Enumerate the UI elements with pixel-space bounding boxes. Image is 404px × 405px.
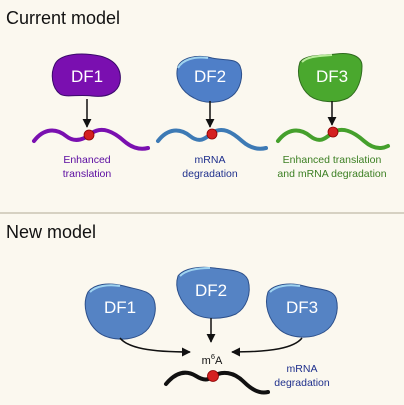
current-df3-caption-line1: Enhanced translation [283, 154, 382, 166]
current-df2-caption-line2: degradation [182, 168, 238, 180]
new-model-panel: New model DF1 DF2 DF3 m6A [6, 222, 338, 395]
new-df1-protein-highlight [89, 284, 121, 293]
current-df2-group: DF2 mRNA degradation [156, 55, 268, 180]
new-caption-line2: degradation [274, 377, 330, 389]
m6a-label: m6A [202, 352, 223, 367]
current-df2-protein-highlight [177, 56, 209, 69]
current-df2-label: DF2 [194, 67, 226, 86]
current-df1-protein-shape [51, 53, 121, 97]
current-df1-methyl-dot [83, 129, 95, 141]
m6a-sup: 6 [211, 352, 215, 361]
new-df2-group: DF2 [176, 266, 250, 343]
new-df3-group: DF3 [266, 283, 338, 338]
current-model-heading: Current model [6, 8, 120, 28]
m6a-base: m [202, 355, 211, 367]
new-df1-arrow [119, 337, 191, 357]
new-caption-line1: mRNA [287, 363, 318, 375]
new-df2-label: DF2 [195, 281, 227, 300]
current-df1-label: DF1 [71, 67, 103, 86]
new-df2-protein-highlight [179, 267, 211, 277]
new-df3-protein-highlight [269, 284, 301, 293]
new-df1-group: DF1 [84, 283, 156, 340]
new-df2-protein-shape [176, 266, 250, 319]
current-df3-label: DF3 [316, 67, 348, 86]
current-df1-caption-line2: translation [63, 168, 112, 180]
current-df3-methyl-dot [327, 126, 339, 138]
m6a-tail: A [215, 355, 223, 367]
current-df3-protein-shape [297, 53, 363, 103]
current-df2-methyl-dot [206, 128, 218, 140]
new-model-heading: New model [6, 222, 96, 242]
current-df3-caption-line2: and mRNA degradation [277, 168, 386, 180]
current-df2-caption-line1: mRNA [195, 154, 226, 166]
new-df1-label: DF1 [104, 298, 136, 317]
new-df3-arrow [231, 337, 303, 357]
current-df3-protein-highlight [301, 54, 333, 63]
current-df1-group: DF1 Enhanced translation [32, 53, 150, 180]
new-df3-label: DF3 [286, 298, 318, 317]
current-model-panel: Current model DF1 Enhanced translation D… [6, 8, 390, 180]
current-df3-group: DF3 Enhanced translation and mRNA degrad… [276, 53, 390, 180]
new-methyl-dot [207, 370, 219, 382]
new-df3-protein-shape [266, 283, 338, 338]
current-df1-caption-line1: Enhanced [63, 154, 110, 166]
